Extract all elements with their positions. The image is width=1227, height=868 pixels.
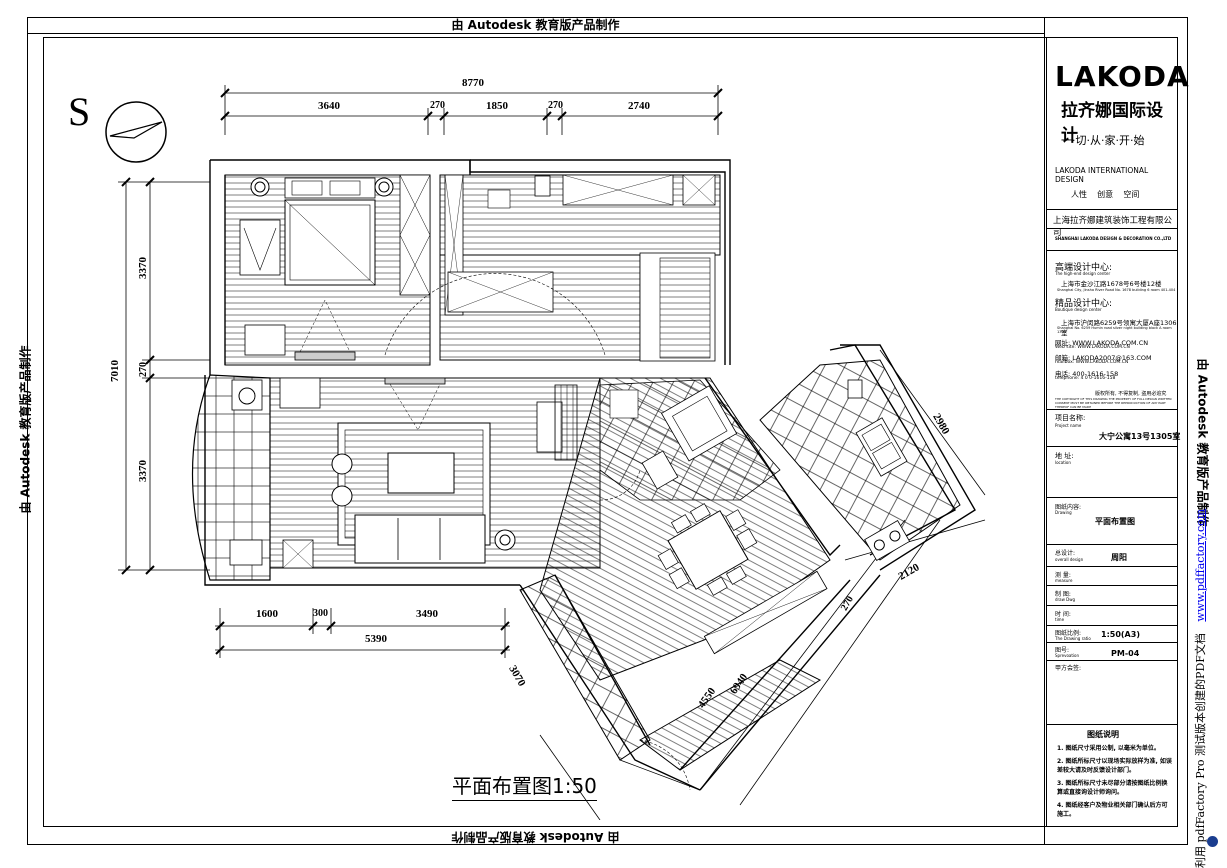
company-values: 人性 创意 空间 <box>1071 190 1140 199</box>
dim-top-total: 8770 <box>462 77 484 89</box>
project-value: 大宁公寓13号1305室 <box>1099 432 1181 441</box>
drawing-label-en: Drawing <box>1055 510 1072 515</box>
bottom-banner: 由 Autodesk 教育版产品制作 <box>27 830 1044 845</box>
plan-title: 平面布置图1:50 <box>452 770 597 801</box>
floor-plan <box>118 85 986 820</box>
number-value: PM-04 <box>1111 649 1140 658</box>
designer-value: 周阳 <box>1111 553 1127 562</box>
pdffactory-logo-icon <box>1207 836 1218 847</box>
dim-left-seg-1: 3370 <box>137 257 149 279</box>
center1-addr: 上海市金沙江路1678号6号楼12楼 <box>1061 280 1162 288</box>
dim-left-total: 7010 <box>109 360 121 382</box>
scale-label-en: The Drawing ratio <box>1055 636 1091 641</box>
center2-addr-en: Shanghai No. 6259 Humin road silver nigh… <box>1057 326 1172 334</box>
top-banner: 由 Autodesk 教育版产品制作 <box>27 17 1044 34</box>
corp-name: 上海拉齐娜建筑装饰工程有限公司 <box>1053 216 1173 238</box>
center2-title: 精品设计中心: <box>1055 299 1113 309</box>
drawing-value: 平面布置图 <box>1095 517 1135 526</box>
title-block-divider <box>1044 17 1045 845</box>
note-item: 3. 图纸所标尺寸未尽部分请按图纸比例换算或直接询设计师询问。 <box>1057 780 1168 796</box>
designer-label-en: overall design <box>1055 557 1084 562</box>
watermark-link[interactable]: www.pdffactory.com <box>1194 508 1207 622</box>
note-item: 4. 图纸经客户及物业相关部门确认后方可施工。 <box>1057 802 1168 818</box>
company-name-en: LAKODA INTERNATIONAL DESIGN <box>1055 166 1149 184</box>
phone-en: telephone: 4 0 0-1616-158 <box>1055 376 1116 381</box>
center2-addr: 上海市沪闵路6259号领寓大厦A座1306室 <box>1061 319 1177 337</box>
address-label: 地 址: <box>1055 452 1074 460</box>
note-item: 2. 图纸所标尺寸以现场实际放样为准, 如误差较大请及时反馈设计部门。 <box>1057 758 1172 774</box>
dim-top-seg-1: 3640 <box>318 100 340 112</box>
center1-sub: The high-end design center <box>1055 271 1111 276</box>
time-label: 时 间: <box>1055 611 1071 618</box>
left-banner: 由 Autodesk 教育版产品制作 <box>18 345 33 514</box>
dim-top-seg-5: 2740 <box>628 100 650 112</box>
email: 邮箱: LAKODA2007@163.COM <box>1055 354 1152 362</box>
compass-icon <box>105 101 167 163</box>
note-item: 1. 图纸尺寸采用公制, 以毫米为单位。 <box>1057 745 1160 752</box>
dim-left-seg-3: 3370 <box>137 460 149 482</box>
center2-sub: Boutique design center <box>1055 307 1102 312</box>
website-en: Web site: WWW.LAKODA.COM.CN <box>1055 345 1130 350</box>
project-label: 项目名称: <box>1055 414 1086 422</box>
dim-bottom-seg-1: 1600 <box>256 608 278 620</box>
dim-bottom-total: 5390 <box>365 633 387 645</box>
title-block: LAKODA 拉齐娜国际设计 一·切·从·家·开·始 LAKODA INTERN… <box>1046 37 1189 827</box>
email-en: mailbox: WWW.LAKODA.COM.CN <box>1055 360 1129 365</box>
center1-title: 高端设计中心: <box>1055 263 1113 273</box>
measure-label-en: measure <box>1055 578 1073 583</box>
north-label: S <box>68 89 91 134</box>
watermark-text: 利用 pdfFactory Pro 测试版本创建的PDF文档 <box>1194 633 1207 868</box>
number-label: 图号: <box>1055 647 1070 654</box>
scale-label: 图纸比例: <box>1055 630 1082 637</box>
dim-left-seg-2: 270 <box>138 362 149 377</box>
dim-top-seg-4: 270 <box>548 100 563 111</box>
company-logo: LAKODA <box>1055 60 1190 93</box>
client-label: 甲方会签: <box>1055 665 1082 672</box>
dim-bottom-seg-3: 3490 <box>416 608 438 620</box>
center1-addr-en: Shanghai City, Jinsha River Road No. 167… <box>1057 288 1176 292</box>
copyright: 版权所有, 不得复制, 盗用必追究 <box>1095 391 1167 397</box>
measure-label: 测 量: <box>1055 572 1071 579</box>
dim-top-seg-2: 270 <box>430 100 445 111</box>
dim-top-seg-3: 1850 <box>486 100 508 112</box>
time-label-en: time <box>1055 617 1065 622</box>
address-label-en: location <box>1055 460 1071 465</box>
designer-label: 总设计: <box>1055 550 1076 557</box>
notes-title: 图纸说明 <box>1087 730 1119 739</box>
notes-list: 1. 图纸尺寸采用公制, 以毫米为单位。 2. 图纸所标尺寸以现场实际放样为准,… <box>1057 744 1173 823</box>
scale-value: 1:50(A3) <box>1101 630 1140 639</box>
draw-label: 制 图: <box>1055 591 1071 598</box>
project-label-en: Project name <box>1055 423 1082 428</box>
copyright-en: THE COPYRIGHT OF THIS DRAWING THE PROPER… <box>1055 397 1172 409</box>
dim-bottom-seg-2: 300 <box>313 608 328 619</box>
phone: 电话: 400-1616-158 <box>1055 370 1119 378</box>
outer-border <box>27 17 1188 845</box>
pdffactory-watermark: 利用 pdfFactory Pro 测试版本创建的PDF文档 www.pdffa… <box>1192 468 1208 868</box>
corp-name-en: SHANGHAI LAKODA DESIGN & DECORATION CO.,… <box>1055 236 1172 241</box>
draw-label-en: draw Dwg <box>1055 597 1076 602</box>
company-slogan: 一·切·从·家·开·始 <box>1061 134 1145 147</box>
website: 网址: WWW.LAKODA.COM.CN <box>1055 339 1149 347</box>
number-label-en: Sprevoation <box>1055 653 1080 658</box>
company-name-cn: 拉齐娜国际设计 <box>1061 101 1163 146</box>
drawing-label: 图纸内容: <box>1055 504 1082 511</box>
